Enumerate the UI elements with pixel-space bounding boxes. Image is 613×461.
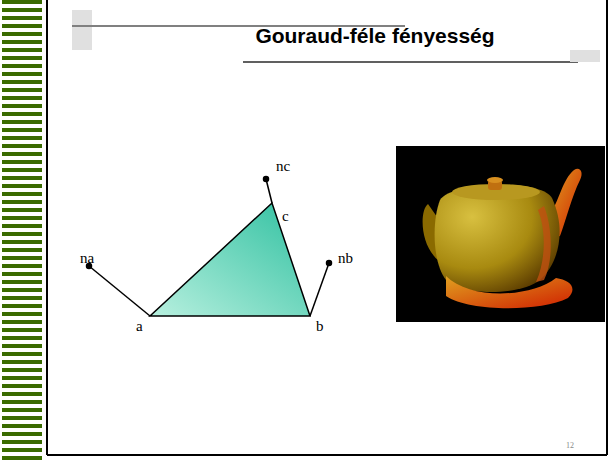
title-block [570, 50, 600, 62]
render-background [396, 146, 605, 322]
title-block [72, 10, 92, 50]
normal-vectors [87, 177, 332, 317]
frame-line [606, 0, 608, 455]
vertex-label: c [282, 208, 289, 225]
vertex-label: b [316, 318, 324, 335]
page-number: 12 [566, 441, 574, 450]
vertex-label: a [136, 318, 143, 335]
slide-title: Gouraud-féle fényesség [255, 24, 494, 48]
normal-label: nc [276, 158, 290, 175]
frame-line [47, 454, 607, 456]
triangle [150, 203, 310, 316]
striped-bar [2, 0, 42, 461]
teapot-render [423, 169, 582, 309]
normal-label: nb [338, 250, 353, 267]
normal-label: na [80, 250, 94, 267]
title-rule [243, 61, 578, 63]
frame-line [46, 0, 48, 455]
